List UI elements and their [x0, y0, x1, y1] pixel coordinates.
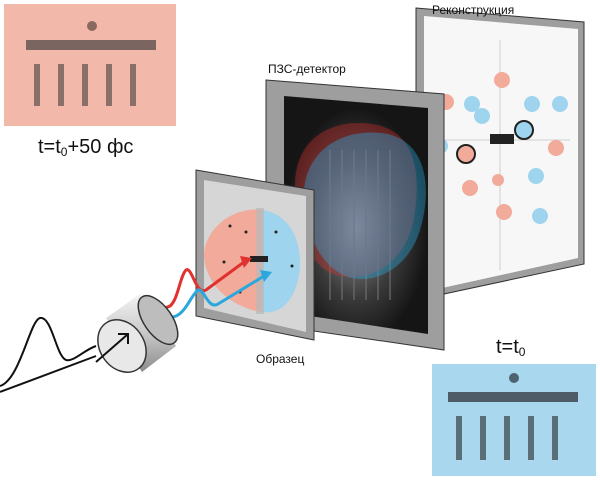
red-diffraction-lobe — [295, 123, 417, 278]
blue-beam — [119, 274, 265, 338]
dot-mark — [509, 373, 519, 383]
dot-mark — [87, 21, 97, 31]
image-panel-late — [4, 4, 176, 126]
pulse-axis — [0, 355, 97, 393]
stripe-marks — [456, 416, 558, 460]
time-late-suffix: +50 фс — [67, 136, 134, 158]
time-late-prefix: t=t — [38, 136, 61, 158]
diffraction-stripes — [329, 150, 391, 300]
sample-label: Образец — [256, 352, 305, 366]
blue-arrowhead — [260, 270, 272, 282]
time-zero-sub: 0 — [518, 345, 526, 359]
time-zero-prefix: t=t — [496, 336, 519, 358]
red-arrowhead — [240, 256, 252, 268]
time-zero-label: t=t0 — [496, 336, 525, 359]
beams — [119, 256, 272, 338]
sample-blue-half — [262, 210, 300, 313]
blue-diffraction-lobe — [303, 132, 426, 280]
reconstruction-label: Реконструкция — [432, 3, 515, 17]
pulse-waveform-icon — [0, 317, 97, 387]
sample-panel — [195, 169, 315, 341]
ccd-detector-label: ПЗС-детектор — [268, 62, 346, 76]
image-panel-zero — [432, 364, 596, 476]
time-late-sub: 0 — [60, 145, 68, 159]
ccd-detector-panel — [265, 79, 445, 351]
time-late-label: t=t0+50 фс — [38, 136, 133, 159]
bar-mark — [26, 40, 156, 50]
sample-target — [250, 256, 268, 262]
stripe-marks — [34, 64, 136, 106]
bar-mark — [448, 392, 578, 402]
laser-cylinder-icon — [95, 294, 179, 373]
reconstruction-center — [490, 134, 514, 144]
reconstruction-panel — [415, 7, 585, 301]
